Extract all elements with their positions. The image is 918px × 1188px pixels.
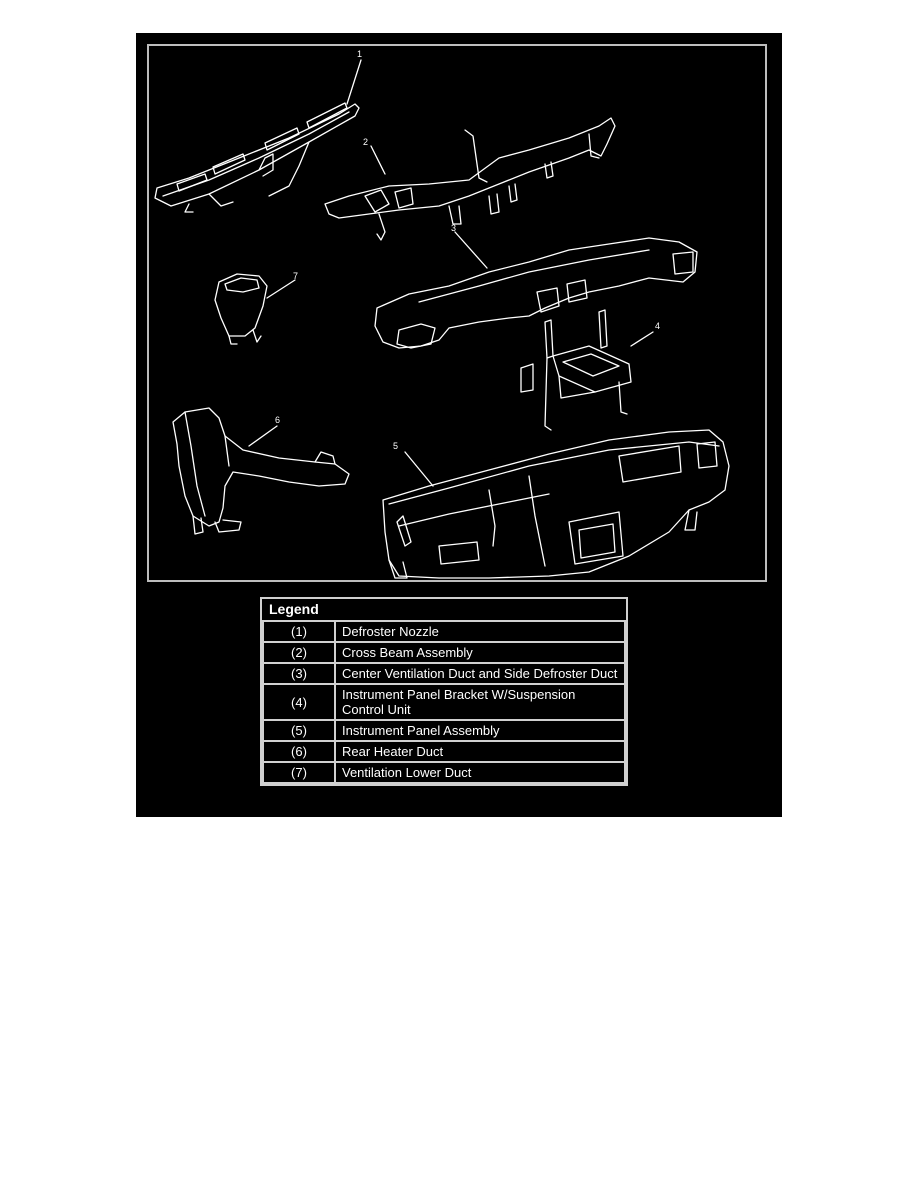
legend-number: (7) (262, 761, 336, 784)
legend-number: (1) (262, 620, 336, 643)
legend-title: Legend (263, 599, 625, 622)
callout-4: 4 (655, 321, 661, 331)
rear-heater-duct-drawing (172, 407, 350, 535)
drawing-frame: 1 2 3 4 5 6 7 (147, 44, 767, 582)
legend-description: Ventilation Lower Duct (334, 761, 626, 784)
legend-row: (6) Rear Heater Duct (262, 740, 626, 763)
callout-5: 5 (393, 441, 399, 451)
legend-description: Cross Beam Assembly (334, 641, 626, 664)
callout-7: 7 (293, 271, 299, 281)
legend-row: (1) Defroster Nozzle (262, 620, 626, 643)
callout-6: 6 (275, 415, 281, 425)
legend-description: Center Ventilation Duct and Side Defrost… (334, 662, 626, 685)
parts-drawing (154, 59, 730, 579)
callout-1: 1 (357, 49, 363, 59)
instrument-panel-bracket-drawing (520, 309, 654, 431)
legend-row: (2) Cross Beam Assembly (262, 641, 626, 664)
legend-number: (4) (262, 683, 336, 721)
legend-description: Instrument Panel Bracket W/Suspension Co… (334, 683, 626, 721)
callout-3: 3 (451, 223, 457, 233)
cross-beam-drawing (324, 117, 616, 241)
instrument-panel-assembly-drawing (382, 429, 730, 579)
exploded-diagram-figure: 1 2 3 4 5 6 7 Legend (1) Defroster Nozzl… (136, 33, 782, 817)
legend-description: Instrument Panel Assembly (334, 719, 626, 742)
legend-number: (6) (262, 740, 336, 763)
legend-row: (4) Instrument Panel Bracket W/Suspensio… (262, 683, 626, 721)
legend-table: Legend (1) Defroster Nozzle (2) Cross Be… (260, 597, 628, 786)
center-ventilation-duct-drawing (374, 231, 698, 349)
legend-description: Defroster Nozzle (334, 620, 626, 643)
defroster-nozzle-drawing (154, 59, 362, 213)
legend-number: (5) (262, 719, 336, 742)
legend-row: (5) Instrument Panel Assembly (262, 719, 626, 742)
legend-row: (3) Center Ventilation Duct and Side Def… (262, 662, 626, 685)
legend-description: Rear Heater Duct (334, 740, 626, 763)
legend-row: (7) Ventilation Lower Duct (262, 761, 626, 784)
callout-2: 2 (363, 137, 369, 147)
legend-number: (3) (262, 662, 336, 685)
legend-number: (2) (262, 641, 336, 664)
ventilation-lower-duct-drawing (214, 273, 296, 345)
